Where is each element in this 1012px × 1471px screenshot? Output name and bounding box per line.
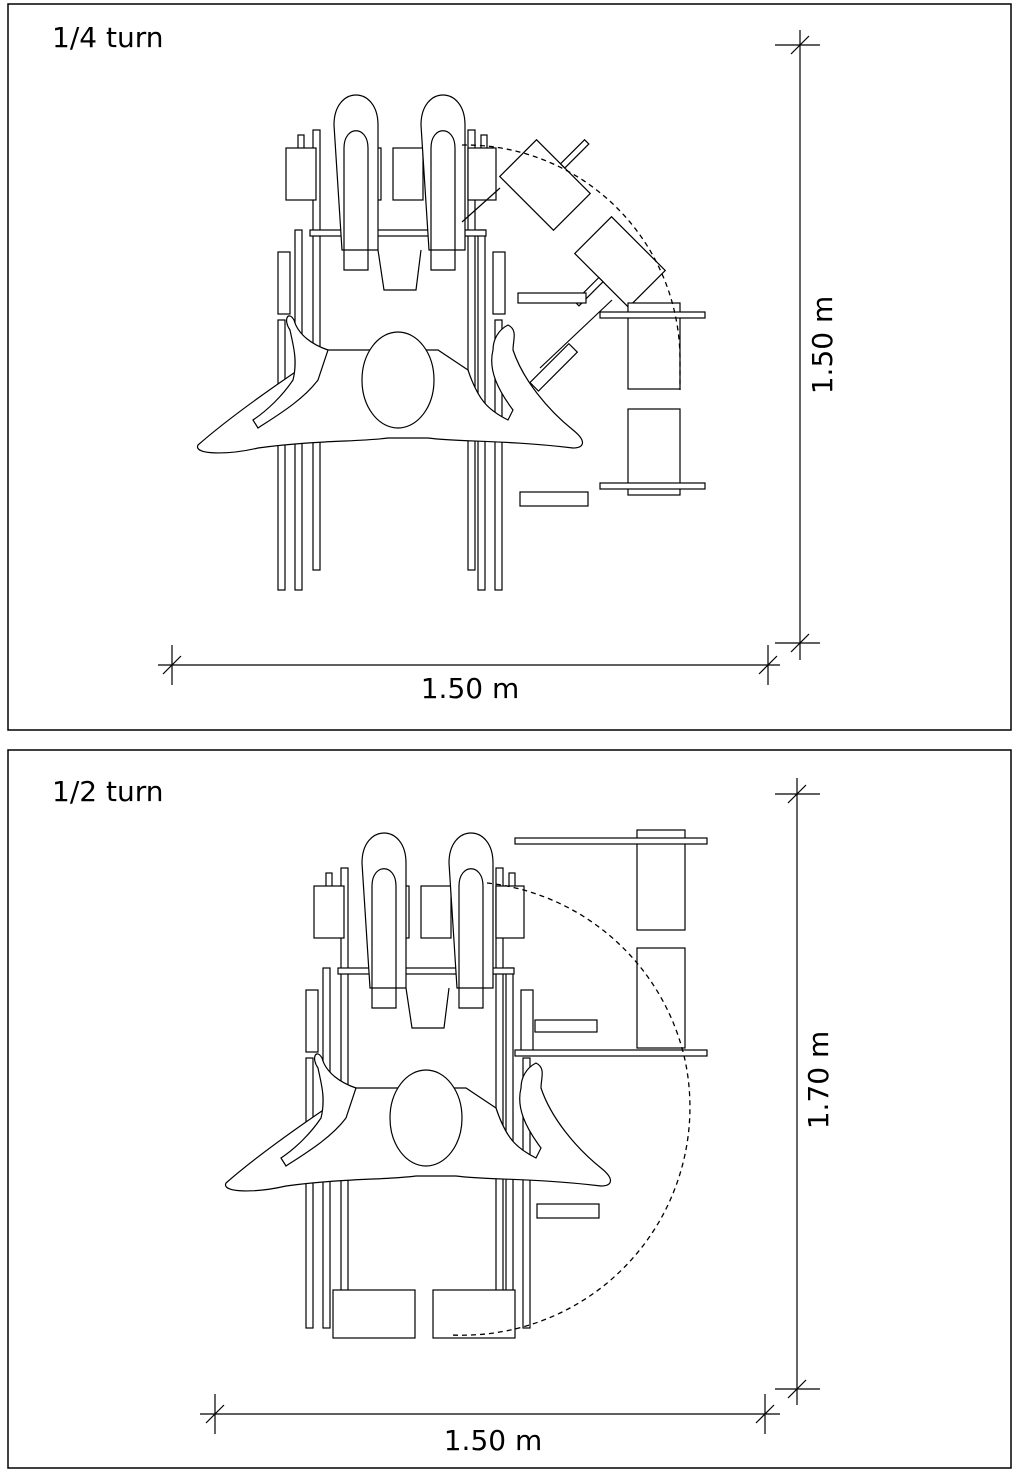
width-label: 1.50 m — [444, 1424, 543, 1457]
height-label: 1.50 m — [806, 296, 839, 395]
panel-title: 1/2 turn — [52, 775, 163, 808]
panel-half-turn: 1/2 turn 1.50 m — [7, 749, 1012, 1469]
width-dimension — [200, 1394, 780, 1434]
rotated-footrest — [461, 138, 706, 507]
height-dimension — [775, 778, 820, 1405]
width-dimension — [158, 645, 780, 685]
rotated-footrest — [332, 829, 708, 1339]
panel-quarter-turn: 1/4 turn — [7, 3, 1012, 731]
width-label: 1.50 m — [421, 672, 520, 705]
turning-arc — [451, 882, 691, 1336]
height-label: 1.70 m — [802, 1031, 835, 1130]
panel-title: 1/4 turn — [52, 21, 163, 54]
height-dimension — [775, 30, 820, 660]
